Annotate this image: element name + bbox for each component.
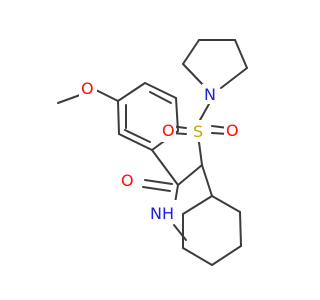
bond-s-c: [198, 141, 203, 166]
bond-cyc-2: [239, 211, 242, 247]
atom-o-carbonyl: O: [121, 171, 134, 190]
bond-ring-inner-1: [149, 91, 172, 104]
atom-s: S: [193, 122, 203, 141]
bond-cyc-1: [211, 195, 241, 213]
atom-o-sulfonyl-2: O: [226, 121, 239, 140]
bond-ring-inner-2: [124, 129, 151, 143]
atom-o-sulfonyl-1: O: [162, 121, 175, 140]
bond-n-c: [173, 224, 187, 241]
bond-ring-2: [144, 82, 177, 99]
bond-o-ring: [95, 89, 119, 102]
bond-ring-6: [117, 100, 120, 135]
bond-carbonyl-b: [142, 186, 171, 192]
bond-bicyc-4: [151, 149, 179, 186]
bond-pyr-2: [182, 39, 200, 65]
bond-pyr-1: [182, 63, 206, 88]
bond-cyc-4: [182, 247, 213, 266]
atom-labels: O S O O N O NH: [79, 78, 240, 224]
bonds: [57, 39, 248, 266]
bond-bicyc-2: [201, 164, 213, 197]
atom-n-pyrrolidine: N: [204, 85, 216, 104]
bond-carbonyl-a: [144, 179, 173, 185]
atom-nh: NH: [150, 204, 174, 223]
atom-o-methoxy: O: [81, 79, 94, 98]
molecule-structure: O S O O N O NH: [57, 39, 248, 266]
bond-pyr-5: [220, 67, 248, 89]
bond-ring-3: [175, 97, 179, 132]
bond-methyl-o: [57, 94, 81, 104]
bond-ring-5: [118, 133, 153, 151]
bond-cyc-3: [211, 245, 242, 266]
bond-cyc-6: [182, 195, 213, 215]
bond-n-s: [199, 103, 210, 121]
bond-ring-1: [117, 82, 146, 102]
bond-bicyc-1: [177, 164, 203, 186]
bond-pyr-4: [234, 39, 248, 69]
